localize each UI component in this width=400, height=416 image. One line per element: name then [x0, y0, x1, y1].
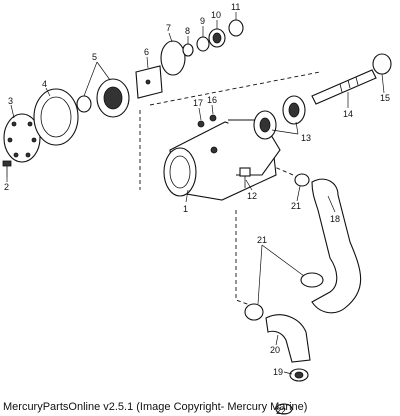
callout-9: 9	[200, 16, 205, 26]
callout-5: 5	[92, 52, 97, 62]
callout-7: 7	[166, 23, 171, 33]
assembly-line-upper	[149, 71, 321, 106]
o-ring-part	[372, 53, 392, 75]
callout-21-upper: 21	[291, 201, 301, 211]
seal-part-11	[228, 19, 244, 37]
assembly-line-lower	[235, 210, 251, 306]
seal-part-8	[182, 43, 194, 57]
callout-12: 12	[247, 191, 257, 201]
callout-20: 20	[270, 345, 280, 355]
callout-22: 22	[276, 406, 286, 416]
callout-21-lower: 21	[257, 235, 267, 245]
drive-shaft-part	[311, 69, 377, 105]
seal-part-10	[208, 28, 226, 48]
callout-15: 15	[380, 93, 390, 103]
elbow-hose-part	[265, 314, 311, 363]
callout-16: 16	[207, 95, 217, 105]
fastener-part-16	[209, 114, 217, 122]
clamp-part-upper	[294, 173, 310, 187]
long-hose-part	[311, 178, 362, 314]
callout-19: 19	[273, 367, 283, 377]
callout-8: 8	[185, 26, 190, 36]
clamp-part-fitting	[244, 303, 264, 321]
seal-part-9	[196, 36, 210, 52]
callout-1: 1	[183, 204, 188, 214]
callout-2: 2	[4, 182, 9, 192]
callout-numbers: 1 2 3 4 5 6 7 8 9 10 11 12 13 14 15 16 1…	[4, 2, 390, 416]
leader-lines	[6, 12, 385, 375]
callout-17: 17	[193, 98, 203, 108]
callout-14: 14	[343, 109, 353, 119]
fastener-part-17	[197, 120, 205, 128]
callout-11: 11	[231, 2, 240, 12]
pump-housing-part	[163, 119, 281, 201]
clamp-part-lower	[300, 272, 324, 288]
callout-6: 6	[144, 47, 149, 57]
copyright-caption: MercuryPartsOnline v2.5.1 (Image Copyrig…	[3, 401, 308, 413]
callout-13: 13	[301, 133, 311, 143]
wear-plate-part	[135, 65, 163, 99]
callout-10: 10	[211, 10, 221, 20]
callout-4: 4	[42, 79, 47, 89]
screw-part	[2, 160, 12, 177]
end-cover-part	[3, 113, 41, 163]
callout-3: 3	[8, 96, 13, 106]
fitting-part	[239, 167, 251, 188]
impeller-part	[76, 78, 130, 118]
plate-part	[160, 40, 186, 76]
assembly-line-hose	[269, 164, 301, 179]
nut-part	[289, 368, 309, 382]
callout-18: 18	[330, 214, 340, 224]
gasket-part	[33, 88, 79, 146]
fitting-part-22	[275, 403, 293, 415]
bearing-part	[253, 95, 306, 140]
